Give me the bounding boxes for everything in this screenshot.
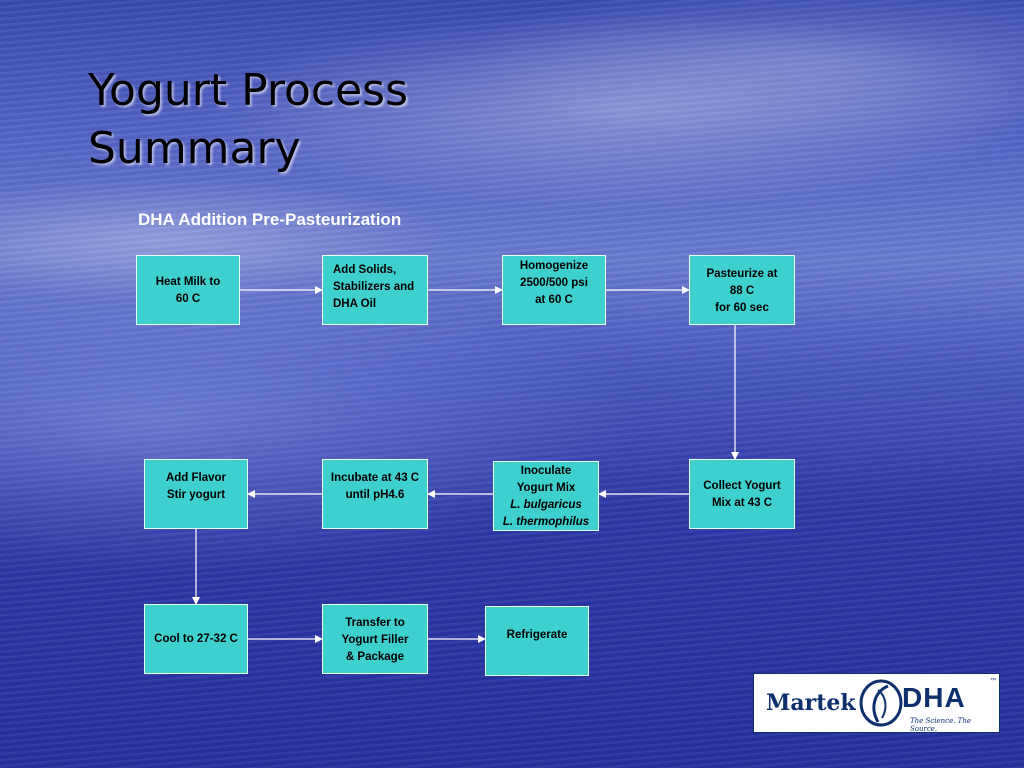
step-text: Mix at 43 C — [711, 497, 773, 509]
step-text: Stir yogurt — [166, 489, 226, 501]
step-text: Incubate at 43 C — [330, 472, 420, 484]
step-text-culture: L. bulgaricus — [510, 499, 582, 511]
step-text: Pasteurize at — [706, 268, 778, 280]
step-text: Transfer to — [345, 617, 405, 629]
step-text: Add Solids, — [333, 264, 397, 276]
step-text: for 60 sec — [715, 302, 769, 314]
slide-subtitle: DHA Addition Pre-Pasteurization — [138, 210, 402, 229]
step-add-solids: Add Solids, Stabilizers and DHA Oil — [322, 255, 428, 325]
step-homogenize: Homogenize 2500/500 psi at 60 C — [502, 255, 606, 325]
step-text: 88 C — [729, 285, 755, 297]
step-text: 60 C — [175, 293, 201, 305]
step-text: Stabilizers and — [333, 281, 415, 293]
step-inoculate: Inoculate Yogurt Mix L. bulgaricus L. th… — [493, 461, 599, 531]
martek-dha-logo: Martek DHA The Science. The Source. ™ — [753, 673, 1000, 733]
step-text: Cool to 27-32 C — [154, 633, 238, 645]
step-text: 2500/500 psi — [520, 277, 588, 289]
step-text: Yogurt Mix — [516, 482, 576, 494]
logo-product: DHA — [902, 682, 966, 713]
step-text: DHA Oil — [333, 298, 377, 310]
slide-title: Yogurt Process Summary — [88, 65, 409, 174]
step-incubate: Incubate at 43 C until pH4.6 — [322, 459, 428, 529]
logo-trademark: ™ — [990, 678, 996, 684]
step-text: Inoculate — [520, 465, 572, 477]
step-collect-yogurt: Collect Yogurt Mix at 43 C — [689, 459, 795, 529]
step-text: Collect Yogurt — [703, 480, 781, 492]
step-refrigerate: Refrigerate — [485, 606, 589, 676]
step-text: Add Flavor — [165, 472, 227, 484]
step-text: & Package — [345, 651, 405, 663]
step-heat-milk: Heat Milk to 60 C — [136, 255, 240, 325]
step-text: Yogurt Filler — [341, 634, 409, 646]
step-text: Refrigerate — [506, 629, 568, 641]
step-text: at 60 C — [535, 294, 573, 306]
dha-swirl-icon — [859, 679, 903, 727]
step-cool: Cool to 27-32 C — [144, 604, 248, 674]
step-add-flavor: Add Flavor Stir yogurt — [144, 459, 248, 529]
step-text: Heat Milk to — [155, 276, 221, 288]
step-text: Homogenize — [519, 260, 589, 272]
step-text: until pH4.6 — [345, 489, 405, 501]
logo-company: Martek — [766, 690, 856, 716]
step-pasteurize: Pasteurize at 88 C for 60 sec — [689, 255, 795, 325]
step-text-culture: L. thermophilus — [502, 516, 590, 528]
logo-tagline: The Science. The Source. — [910, 717, 971, 733]
step-transfer: Transfer to Yogurt Filler & Package — [322, 604, 428, 674]
